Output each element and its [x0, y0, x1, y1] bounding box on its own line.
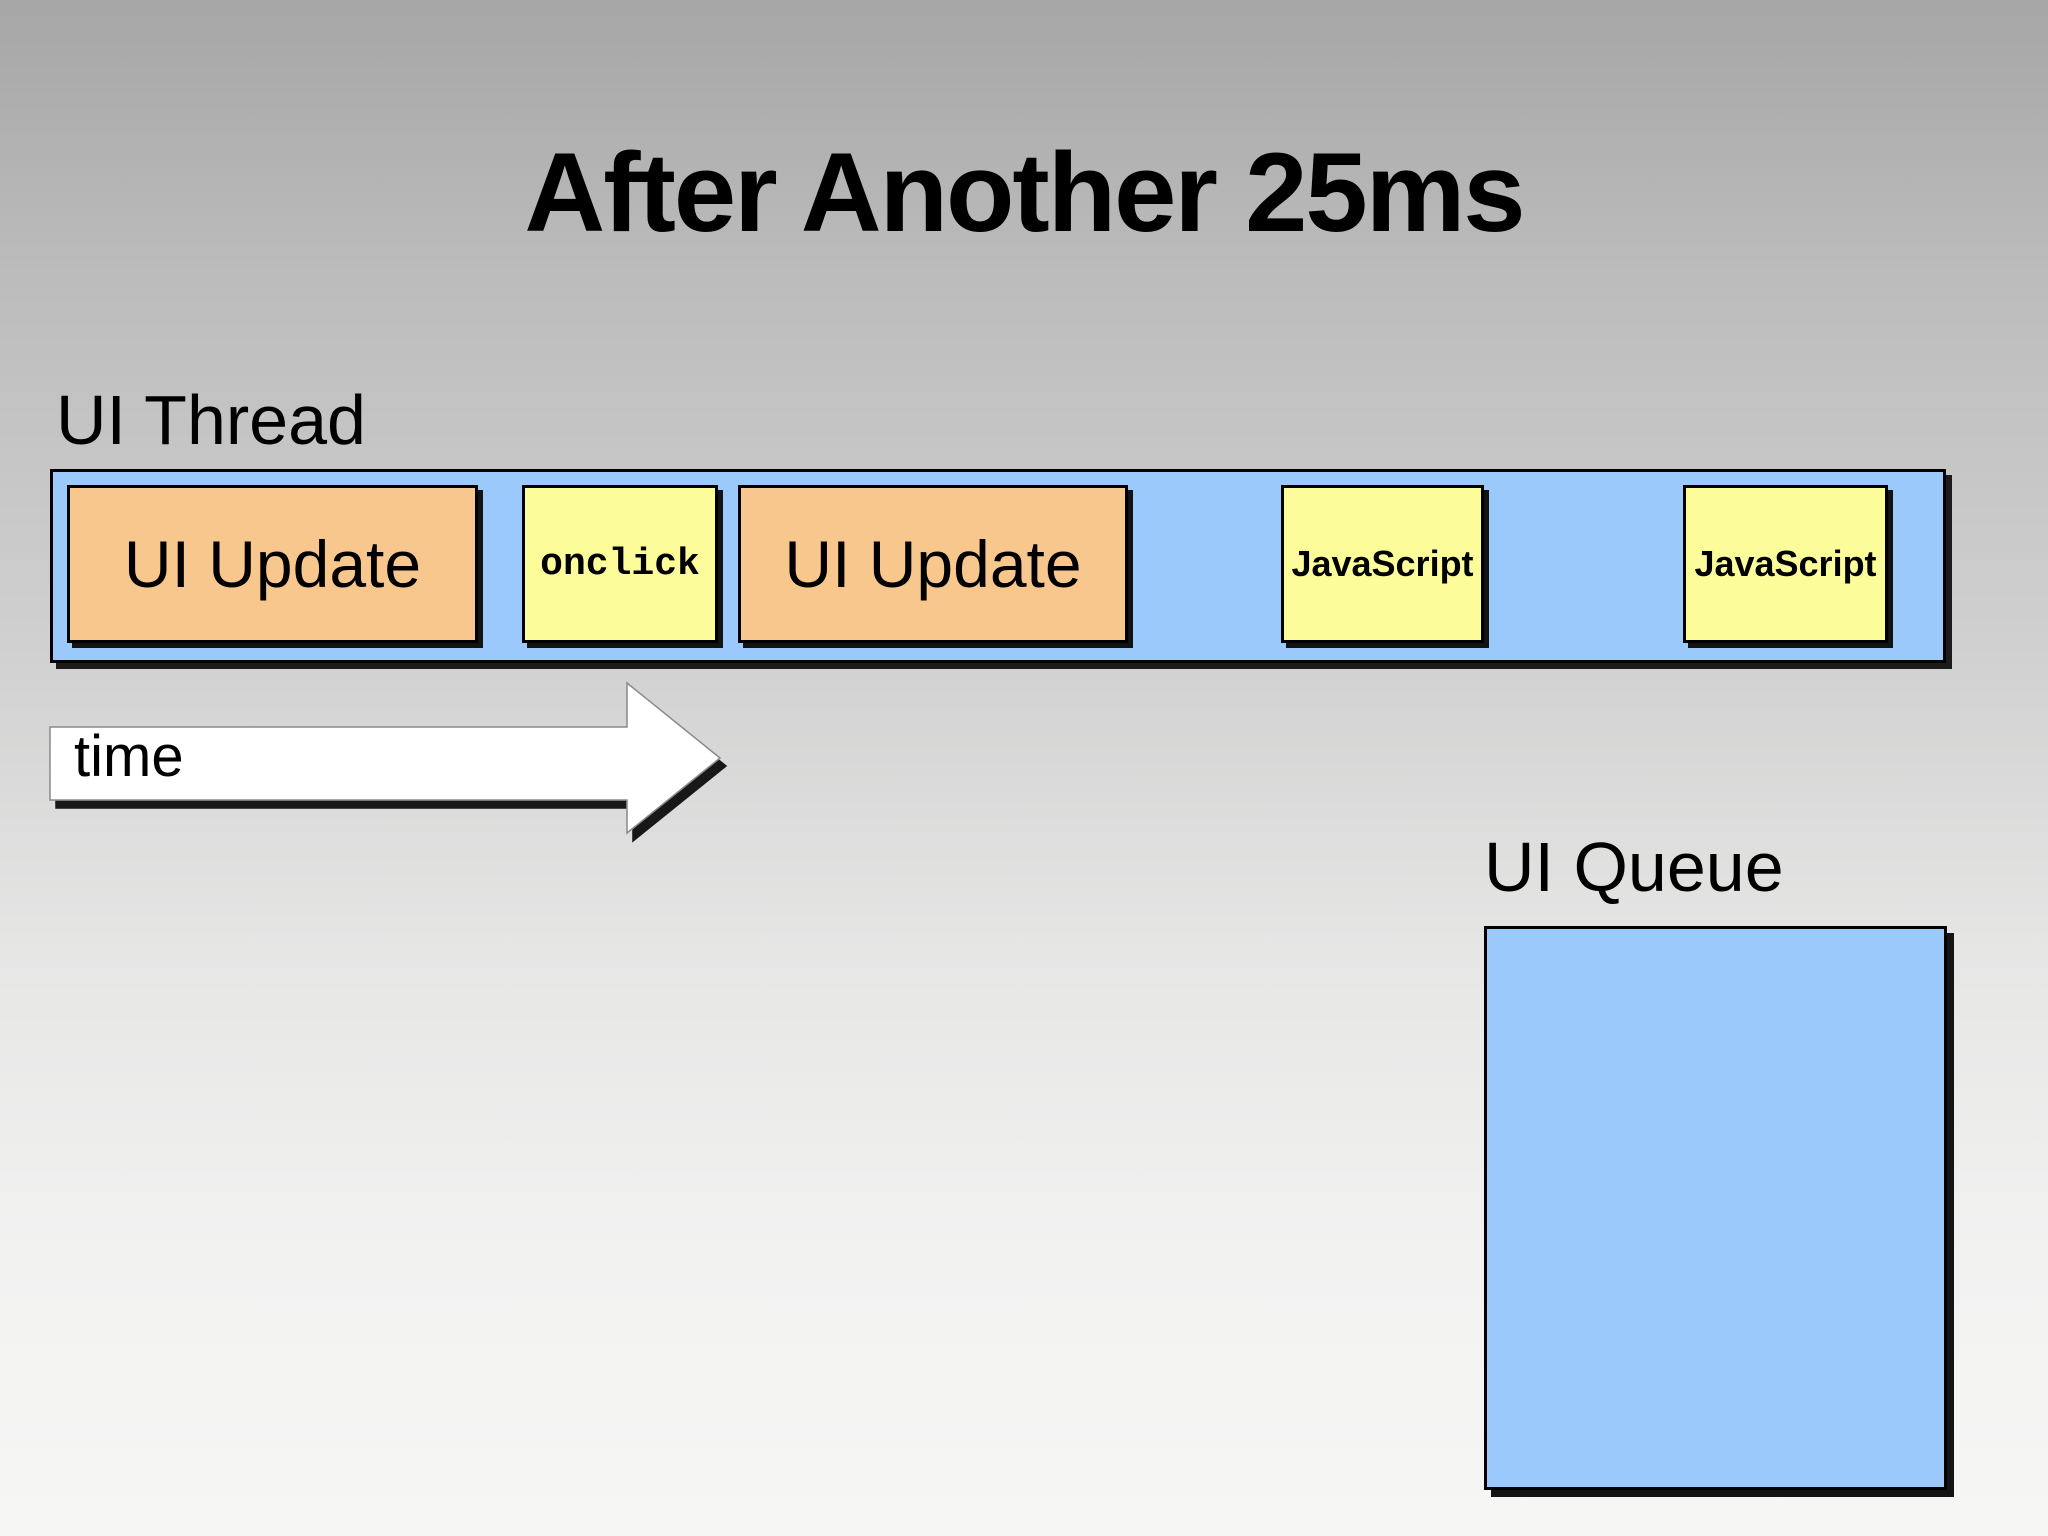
- time-arrow-shape: [49, 681, 722, 835]
- page-title: After Another 25ms: [524, 130, 1525, 255]
- block-onclick-label: onclick: [540, 542, 700, 586]
- time-arrow: [49, 681, 722, 835]
- ui-thread-label: UI Thread: [56, 381, 366, 459]
- block-ui-update-2-label: UI Update: [784, 527, 1082, 601]
- block-ui-update-1: UI Update: [67, 485, 478, 643]
- ui-queue-box: [1484, 926, 1947, 1490]
- block-javascript-1-label: JavaScript: [1291, 543, 1474, 584]
- time-label: time: [74, 724, 184, 789]
- ui-thread-bar: UI Update onclick UI Update JavaScript J…: [50, 469, 1946, 663]
- block-javascript-1: JavaScript: [1281, 485, 1484, 643]
- block-onclick: onclick: [522, 485, 718, 643]
- block-ui-update-2: UI Update: [738, 485, 1128, 643]
- block-javascript-2: JavaScript: [1683, 485, 1888, 643]
- block-ui-update-1-label: UI Update: [123, 527, 422, 601]
- ui-queue-label: UI Queue: [1484, 828, 1784, 906]
- block-javascript-2-label: JavaScript: [1694, 543, 1877, 584]
